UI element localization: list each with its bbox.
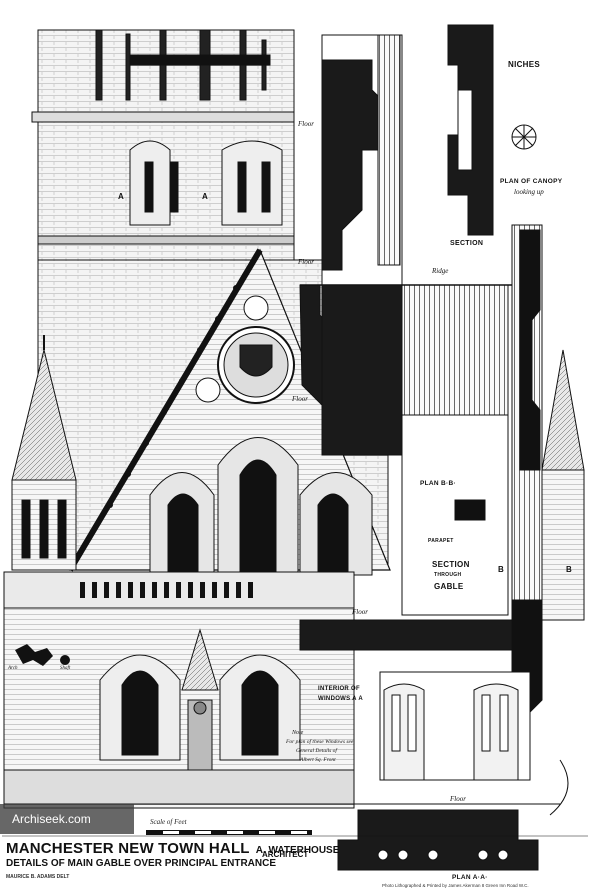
watermark: Archiseek.com [0,804,134,834]
label-gable: GABLE [434,582,464,591]
title-subtitle: DETAILS OF MAIN GABLE OVER PRINCIPAL ENT… [6,858,277,869]
parapet-pinnacles [95,29,271,101]
gable-windows [149,437,373,576]
label-plan-of-canopy: PLAN OF CANOPY [500,178,563,185]
label-interior-2: WINDOWS A A [318,696,363,702]
label-through: THROUGH [434,572,462,578]
label-arch: Arch [8,666,18,671]
title-delineator: MAURICE B. ADAMS DELT [6,874,70,880]
niche-section [447,24,537,236]
label-b-left: B [498,565,505,574]
label-plan-aa: PLAN A·A· [452,874,488,881]
label-parapet: PARAPET [428,538,454,544]
arcade [80,582,253,598]
label-shaft: Shaft [60,666,71,671]
plan-aa [337,803,560,871]
label-floor-1: Floor [298,120,314,128]
label-b-right: B [566,565,573,574]
label-note-3: General Details of [296,748,337,754]
title-architect-name: A. WATERHOUSE [255,845,340,856]
tower-string-course [37,235,295,245]
label-floor-5: Floor [450,795,466,803]
section-through-gable [299,34,540,651]
left-turret [11,335,77,571]
label-floor-2: Floor [298,258,314,266]
title-main: MANCHESTER NEW TOWN HALL [6,840,250,857]
drawing-title: MANCHESTER NEW TOWN HALL A. WATERHOUSE [6,840,339,858]
label-a-left: A [118,192,125,201]
label-looking-up: looking up [514,188,544,196]
label-section-niche: SECTION [450,240,484,247]
label-a-right: A [202,192,209,201]
label-niches: NICHES [508,60,541,69]
lower-windows [99,654,301,761]
label-plan-bb: PLAN B·B· [420,480,456,487]
upper-windows [129,140,283,226]
label-section-gable: SECTION [432,560,470,569]
interior-windows [379,671,569,816]
label-note-2: For plan of these Windows see [286,739,354,745]
title-printer: Photo Lithographed & Printed by James Ak… [382,883,529,888]
title-architect: ARCHITECT [262,850,309,859]
label-note-1: Note [292,730,304,736]
scale-bar [146,830,312,835]
label-floor-4: Floor [352,608,368,616]
plinth [3,769,355,805]
label-interior-1: INTERIOR OF [318,686,360,692]
statue-canopy [181,628,219,771]
label-floor-3: Floor [292,395,308,403]
arch-shaft-profile [15,644,70,666]
right-section [511,224,585,721]
coat-of-arms [195,295,295,404]
scale-label: Scale of Feet [150,818,187,826]
crockets [107,285,239,508]
label-note-4: Albert Sq. Front [300,757,336,763]
tower-cornice [31,111,295,123]
label-ridge: Ridge [432,267,449,275]
